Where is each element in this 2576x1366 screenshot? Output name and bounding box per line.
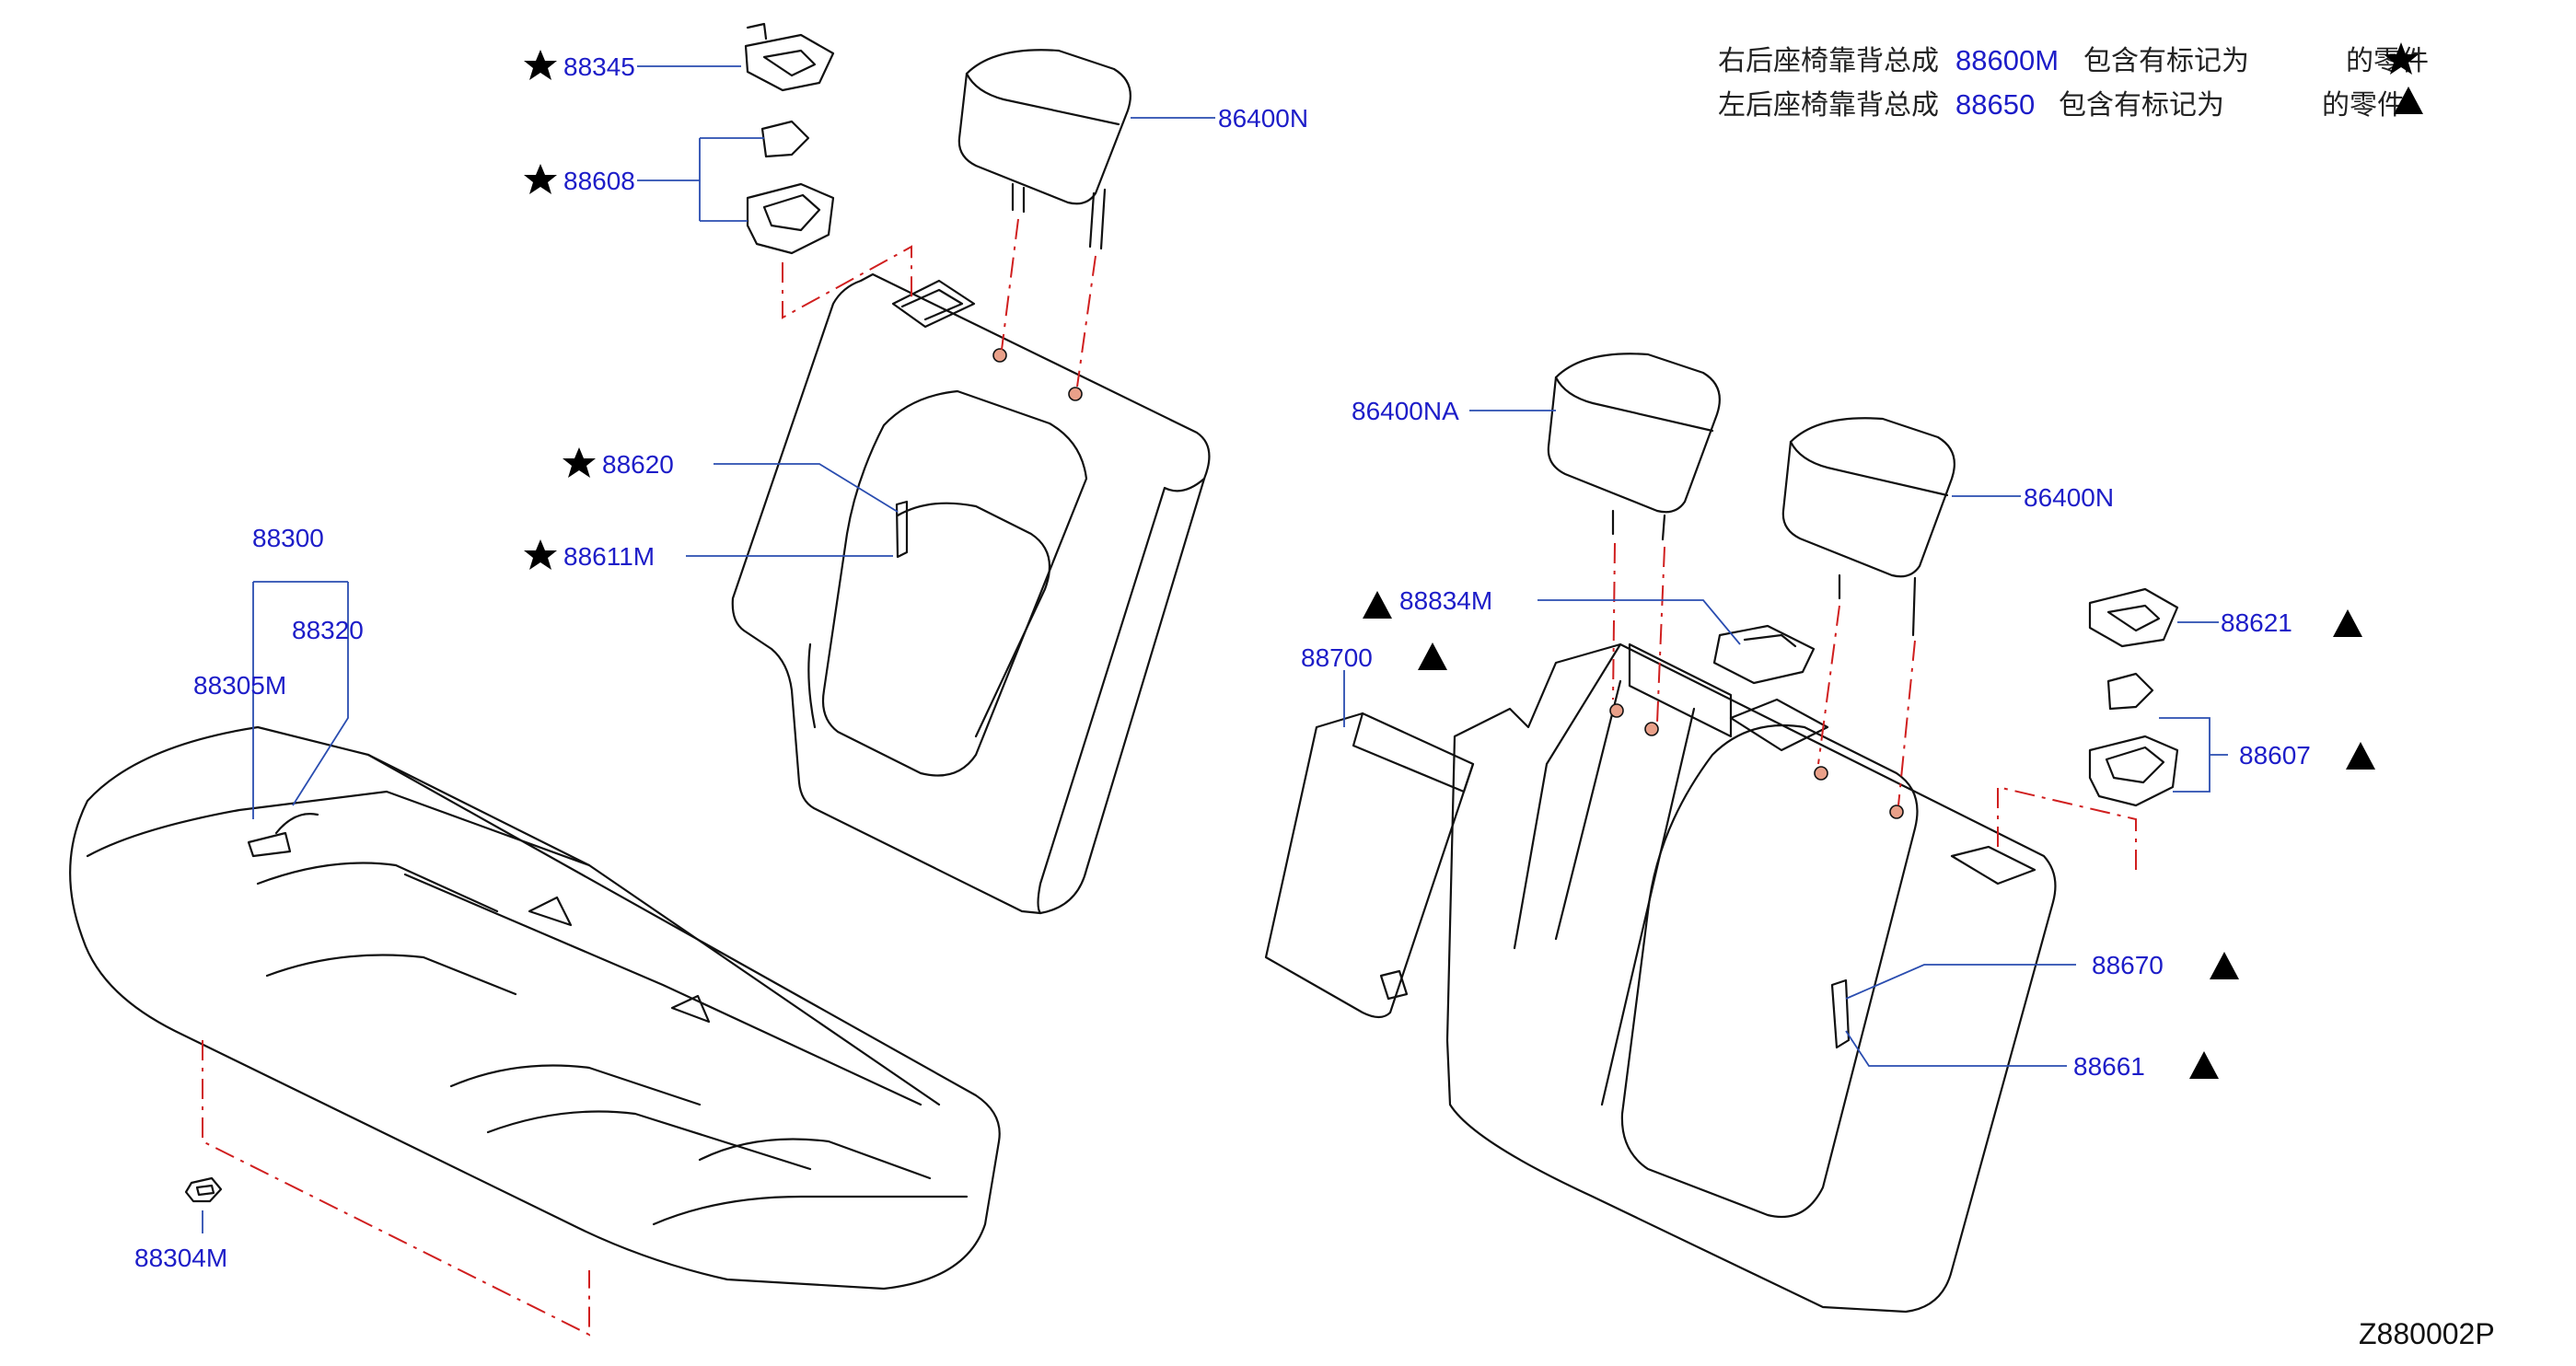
note-right-prefix: 右后座椅靠背总成	[1718, 45, 1939, 77]
centerline-headrest-na	[1612, 542, 1665, 724]
star-icon	[524, 164, 557, 194]
callout-88305M[interactable]: 88305M	[193, 671, 286, 700]
note-left-prefix: 左后座椅靠背总成	[1718, 89, 1939, 122]
armrest-88700-drawing	[1264, 712, 1475, 1019]
assembly-note-right: 右后座椅靠背总成 88600M 包含有标记为 的零件	[1718, 44, 2429, 77]
latch-88607-drawing	[2088, 672, 2179, 807]
diagram-code: Z880002P	[2359, 1317, 2495, 1350]
clip-88304M-drawing	[184, 1176, 223, 1203]
callout-88834M[interactable]: 88834M	[1399, 586, 1492, 615]
triangle-icon	[2210, 952, 2239, 979]
triangle-icon	[2394, 87, 2423, 114]
callout-86400N-right[interactable]: 86400N	[2024, 483, 2114, 512]
right-seatback-drawing	[731, 272, 1211, 915]
leader-lines	[202, 65, 2228, 1233]
callout-88304M[interactable]: 88304M	[134, 1244, 227, 1272]
note-right-mid: 包含有标记为	[2083, 45, 2249, 77]
star-icon	[2384, 42, 2419, 75]
left-seatback-drawing	[1445, 642, 2057, 1314]
callout-88320[interactable]: 88320	[292, 616, 364, 644]
triangle-icon	[2346, 742, 2375, 770]
triangle-icon	[1418, 642, 1447, 670]
triangle-icon	[2189, 1051, 2219, 1079]
callout-88700[interactable]: 88700	[1301, 643, 1373, 672]
callout-88607[interactable]: 88607	[2239, 741, 2311, 770]
assembly-note-left: 左后座椅靠背总成 88650 包含有标记为 的零件	[1718, 88, 2405, 122]
headrest-86400N-right-drawing	[1781, 417, 1955, 637]
latch-88608-drawing	[746, 120, 835, 255]
headrest-86400NA-drawing	[1547, 353, 1721, 541]
triangle-icon	[2333, 609, 2362, 637]
centerline-88607	[1997, 785, 2137, 870]
callout-86400N-upper[interactable]: 86400N	[1218, 104, 1308, 133]
note-left-part: 88650	[1955, 88, 2035, 121]
triangle-icon	[1363, 591, 1392, 619]
headrest-upper-drawing	[957, 49, 1131, 250]
note-right-part: 88600M	[1955, 44, 2059, 76]
bezel-88621-drawing	[2088, 587, 2179, 648]
callout-88620[interactable]: 88620	[602, 450, 674, 479]
callout-88608[interactable]: 88608	[563, 167, 635, 195]
bezel-88345-drawing	[744, 22, 835, 92]
star-icon	[563, 447, 596, 478]
callout-88670[interactable]: 88670	[2092, 951, 2164, 979]
centerline-cushion	[202, 1040, 590, 1337]
centerline-88608	[782, 245, 912, 319]
seat-cushion-drawing	[69, 725, 1001, 1291]
star-icon	[524, 539, 557, 570]
callout-86400NA[interactable]: 86400NA	[1352, 397, 1459, 425]
callout-88611M[interactable]: 88611M	[563, 542, 655, 571]
centerline-headrest-upper	[1001, 218, 1097, 388]
callout-88345[interactable]: 88345	[563, 52, 635, 81]
callout-88621[interactable]: 88621	[2221, 608, 2292, 637]
note-right-suffix: 的零件	[2346, 45, 2429, 77]
callout-88300[interactable]: 88300	[252, 524, 324, 552]
note-left-mid: 包含有标记为	[2059, 89, 2224, 122]
note-left-suffix: 的零件	[2322, 89, 2405, 122]
centerline-headrest-n-right	[1817, 605, 1916, 806]
bezel-88834M-drawing	[1712, 624, 1816, 685]
star-icon	[524, 50, 557, 80]
callout-88661[interactable]: 88661	[2073, 1052, 2145, 1081]
